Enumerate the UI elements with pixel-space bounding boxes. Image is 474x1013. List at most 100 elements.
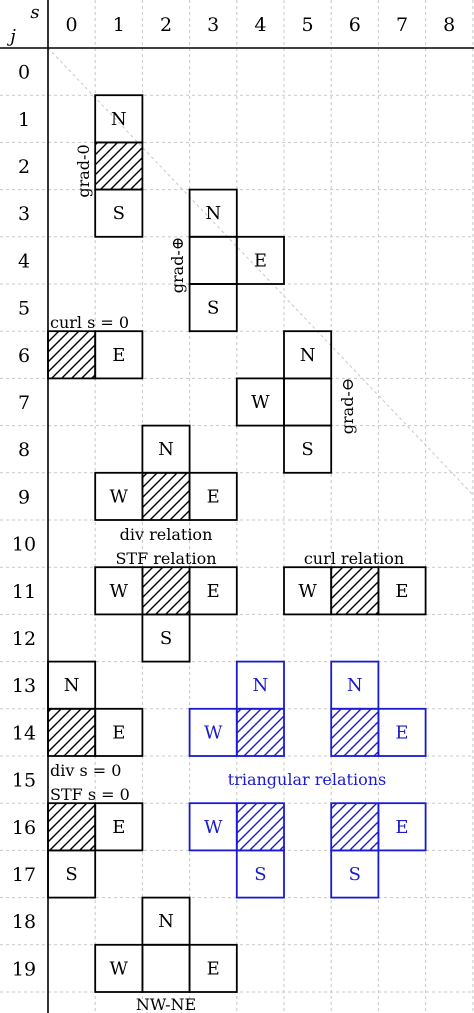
cell-label: S: [254, 864, 266, 885]
stencil-cell: [188, 566, 238, 616]
column-label: 2: [160, 14, 172, 36]
row-label: 19: [12, 958, 36, 980]
hatched-cell: [235, 802, 285, 852]
corner-s-label: s: [30, 2, 39, 23]
stencil-cell: [377, 566, 427, 616]
curl-s0-label: curl s = 0: [50, 313, 129, 332]
diagonal-guide: [47, 47, 474, 497]
grad-plus-label: grad-⊕: [168, 237, 187, 293]
stencil-cell: [94, 707, 144, 757]
column-label: 1: [113, 14, 125, 36]
stencil-cell: [377, 802, 427, 852]
row-label: 10: [12, 534, 36, 556]
triangular-relations-label: triangular relations: [228, 770, 386, 789]
cell-label: W: [110, 486, 129, 507]
div-relation-label: div relation: [120, 525, 213, 544]
corner-j-label: j: [6, 26, 16, 47]
hatched-cell: [330, 566, 380, 616]
stencil-triangular-nw: NW: [188, 660, 285, 757]
stencil-cell: [94, 802, 144, 852]
grad-minus-label: grad-⊖: [338, 378, 357, 434]
cell-label: W: [298, 581, 317, 602]
row-label: 4: [18, 250, 30, 272]
stencil-cell: [141, 943, 191, 993]
stencil-cell: [94, 330, 144, 380]
cell-label: N: [64, 675, 80, 696]
stencil-nw-ne: N W E: [94, 896, 238, 993]
row-label: 17: [12, 864, 36, 886]
stencil-cell: [235, 235, 285, 285]
hatched-cell: [94, 141, 144, 191]
stencil-stf-s0: ES: [47, 802, 144, 899]
stencil-triangular-se: ES: [330, 802, 427, 899]
stencil-grad-0: NS: [94, 94, 144, 238]
cell-label: N: [253, 675, 269, 696]
row-label: 7: [18, 392, 30, 414]
column-label: 3: [207, 14, 219, 36]
cell-label: S: [113, 203, 125, 224]
stencil-grad-minus: NWS: [235, 330, 333, 474]
stencil-curl-s0: E: [47, 330, 144, 380]
column-label: 5: [302, 14, 314, 36]
stencil-cell: [94, 188, 144, 238]
cell-label: E: [254, 250, 267, 271]
stencil-triangular-ne: NE: [330, 660, 427, 757]
row-label: 11: [12, 581, 36, 603]
cell-label: N: [300, 345, 316, 366]
hatched-cell: [330, 802, 380, 852]
stencil-cell: [330, 849, 380, 899]
cell-label: N: [158, 911, 174, 932]
row-label: 5: [18, 298, 30, 320]
cell-label: N: [347, 675, 363, 696]
stencil-cell: [188, 471, 238, 521]
curl-relation-label: curl relation: [304, 549, 404, 568]
row-label: 18: [12, 911, 36, 933]
stencil-triangular-sw: WS: [188, 802, 285, 899]
row-label: 3: [18, 203, 30, 225]
hatched-cell: [235, 707, 285, 757]
cell-label: S: [160, 628, 172, 649]
column-label: 7: [396, 14, 408, 36]
cell-label: N: [111, 109, 127, 130]
row-label: 16: [12, 817, 36, 839]
hatched-cell: [330, 707, 380, 757]
cell-label: E: [207, 958, 220, 979]
cell-label: S: [207, 298, 219, 319]
hatched-cell: [47, 802, 97, 852]
row-label: 1: [18, 109, 30, 131]
column-labels: 0 1 2 3 4 5 6 7 8: [66, 14, 456, 36]
stencil-cell: [141, 613, 191, 663]
cell-label: S: [349, 864, 361, 885]
row-label: 12: [12, 628, 36, 650]
hatched-cell: [47, 330, 97, 380]
cell-label: W: [110, 958, 129, 979]
cell-label: W: [204, 722, 223, 743]
stencil-grad-plus: NES: [188, 188, 285, 333]
stencil-cell: [235, 849, 285, 899]
cell-label: E: [112, 722, 125, 743]
column-label: 4: [254, 14, 266, 36]
cell-label: E: [207, 581, 220, 602]
cell-label: E: [112, 345, 125, 366]
cell-label: E: [395, 817, 408, 838]
row-label: 14: [12, 722, 36, 744]
div-s0-label: div s = 0: [50, 761, 121, 780]
stencil-cell: [283, 377, 333, 427]
cell-label: W: [251, 392, 270, 413]
nw-ne-label: NW-NE: [136, 995, 196, 1013]
row-label: 9: [18, 486, 30, 508]
column-label: 8: [443, 14, 455, 36]
hatched-cell: [47, 707, 97, 757]
row-label: 13: [12, 675, 36, 697]
row-label: 0: [18, 62, 30, 84]
stf-s0-label: STF s = 0: [50, 785, 130, 804]
stencil-cell: [283, 424, 333, 474]
stencil-cell: [188, 943, 238, 993]
column-label: 6: [349, 14, 361, 36]
cell-label: E: [395, 722, 408, 743]
column-label: 0: [66, 14, 78, 36]
